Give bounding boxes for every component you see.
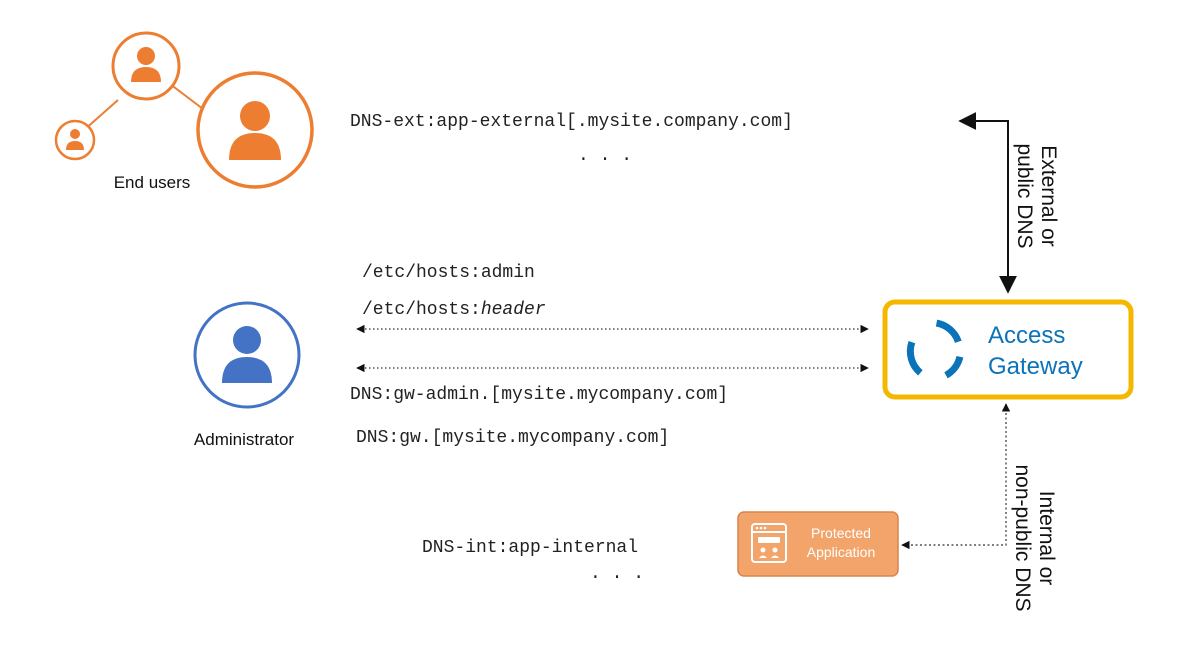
administrator-user-icon [193, 301, 301, 409]
hosts-header-italic: header [481, 300, 546, 320]
protected-application-label-line2: Application [807, 544, 876, 560]
protected-application-label-line1: Protected [811, 525, 871, 541]
external-dns-entry: DNS-ext:app-external[.mysite.company.com… [350, 112, 793, 132]
external-dns-arrow [958, 112, 1017, 294]
hosts-header-prefix: /etc/hosts: [362, 300, 481, 320]
internal-dns-side-label: Internal or non-public DNS [1011, 464, 1058, 611]
access-gateway-title-line1: Access [988, 322, 1065, 349]
access-gateway-box: Access Gateway [882, 299, 1134, 400]
access-gateway-title-line2: Gateway [988, 353, 1083, 380]
external-dns-group: DNS-ext:app-external[.mysite.company.com… [350, 112, 1060, 294]
access-gateway-logo-icon [906, 319, 964, 379]
browser-window-icon [751, 523, 787, 563]
large-user-icon [196, 71, 314, 189]
hosts-admin-entry: /etc/hosts:admin [362, 263, 535, 283]
administrator-label: Administrator [194, 430, 294, 449]
internal-dns-group: DNS-int:app-internal . . . Internal or n… [422, 403, 1058, 612]
medium-user-icon [111, 31, 181, 101]
external-dns-side-label-line1: External or [1037, 145, 1060, 247]
end-users-label: End users [114, 173, 191, 192]
internal-dns-arrow [901, 403, 1011, 550]
protected-application-background [737, 511, 899, 577]
small-user-icon [54, 119, 96, 161]
external-dns-ellipsis: . . . [578, 146, 632, 166]
external-dns-side-label-line2: public DNS [1013, 143, 1036, 248]
hosts-header-entry: /etc/hosts:header [362, 300, 546, 320]
gw-dns-entry: DNS:gw.[mysite.mycompany.com] [356, 428, 669, 448]
admin-dns-group: /etc/hosts:admin /etc/hosts:header DNS:g… [350, 263, 869, 448]
internal-dns-side-label-line2: non-public DNS [1011, 464, 1034, 611]
internal-dns-entry: DNS-int:app-internal [422, 538, 638, 558]
internal-dns-side-label-line1: Internal or [1035, 491, 1058, 586]
internal-dns-ellipsis: . . . [590, 564, 644, 584]
administrator-group: Administrator [193, 301, 301, 449]
end-users-group: End users [54, 31, 314, 192]
access-gateway-border [882, 299, 1134, 400]
gw-admin-dns-entry: DNS:gw-admin.[mysite.mycompany.com] [350, 385, 728, 405]
protected-application-box: Protected Application [737, 511, 899, 577]
external-dns-side-label: External or public DNS [1013, 143, 1060, 248]
